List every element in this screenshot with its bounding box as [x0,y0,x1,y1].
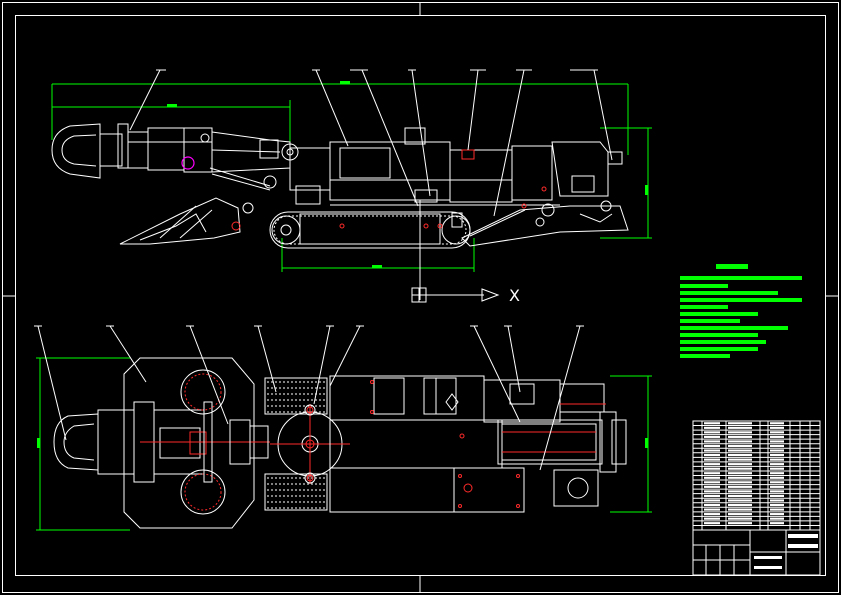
parts-list-entry [704,472,720,475]
parts-list-entry [728,513,752,516]
parts-list-entry [770,503,784,507]
parts-list-entry [704,513,720,516]
parts-list-entry [770,426,784,429]
parts-list-entry [704,435,720,438]
axis-label-x: X [509,286,520,305]
side-view-callouts [129,69,613,217]
parts-list-entry [728,453,752,457]
technical-requirements [680,264,802,358]
axis-indicator: X [411,286,520,305]
top-view-dimensions [36,357,652,531]
parts-list-entry [728,508,752,511]
parts-list-entry [704,485,720,488]
machine-body-top [329,375,525,513]
parts-list-entry [770,508,784,511]
crawler-track [269,211,471,249]
parts-list-entry [728,485,752,488]
parts-list-entry [728,476,752,479]
hatched-blocks [264,377,328,511]
parts-list-entry [770,444,784,448]
parts-list [692,420,821,576]
parts-list-entry [770,490,784,493]
turntable [270,404,350,484]
parts-list-entry [704,444,720,448]
parts-list-entry [770,463,784,466]
parts-list-entry [728,490,752,493]
parts-list-entry [728,503,752,507]
parts-list-entry [704,453,720,457]
lift-cylinder [209,143,299,191]
parts-list-entry [704,431,720,434]
parts-list-entry [770,522,784,525]
parts-list-entry [704,494,720,498]
parts-list-entry [770,467,784,470]
parts-list-entry [728,522,752,525]
parts-list-entry [770,458,784,461]
parts-list-entry [704,503,720,507]
rear-section [483,379,627,507]
parts-list-entry [770,485,784,488]
scraper-conveyor [461,200,629,247]
parts-list-entry [728,467,752,470]
machine-body [289,127,623,228]
top-view [34,325,652,531]
parts-list-entry [770,472,784,475]
parts-list-entry [770,431,784,434]
parts-list-entry [728,440,752,443]
cutting-head [51,123,101,179]
parts-list-entry [704,481,720,484]
parts-list-entry [728,499,752,502]
parts-list-entry [728,422,752,425]
shovel-frame [97,357,270,529]
parts-list-entry [770,499,784,502]
parts-list-entry [770,435,784,438]
title-block [693,529,820,575]
parts-list-entry [728,494,752,498]
parts-list-entry [770,422,784,425]
parts-list-entry [728,426,752,429]
parts-list-entry [770,481,784,484]
side-view-dimensions [51,81,652,272]
parts-list-entry [704,476,720,479]
parts-list-entry [728,463,752,466]
parts-list-entry [770,513,784,516]
parts-list-entry [770,494,784,498]
parts-list-entry [728,435,752,438]
cutting-arm [99,123,291,173]
parts-list-entry [704,522,720,525]
parts-list-entry [704,422,720,425]
parts-list-entry [770,449,784,452]
parts-list-entry [704,508,720,511]
parts-list-entry [704,440,720,443]
parts-list-entry [728,481,752,484]
parts-list-entry [770,517,784,520]
parts-list-entry [728,458,752,461]
parts-list-entry [770,453,784,457]
loading-shovel [119,197,254,245]
parts-list-entry [704,426,720,429]
parts-list-entry [728,517,752,520]
cutting-head-top [53,413,99,471]
parts-list-entry [770,476,784,479]
top-view-callouts [34,325,584,471]
parts-list-entry [704,499,720,502]
side-view [51,69,652,300]
parts-list-entry [728,449,752,452]
arm-pivot-magenta [181,156,195,170]
parts-list-entry [704,458,720,461]
parts-list-entry [704,517,720,520]
parts-list-entry [770,440,784,443]
parts-list-entry [704,490,720,493]
parts-list-entry [704,467,720,470]
parts-list-entry [728,472,752,475]
parts-list-entry [704,449,720,452]
parts-list-entry [704,463,720,466]
parts-list-entry [728,444,752,448]
parts-list-entry [728,431,752,434]
